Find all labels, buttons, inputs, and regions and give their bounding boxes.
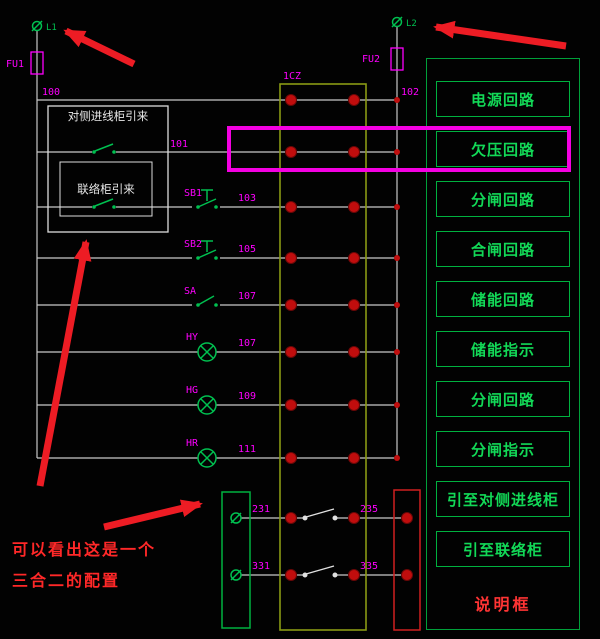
wire-number: 100 (42, 87, 60, 98)
component-symbols (31, 16, 403, 581)
wire-number: 335 (360, 561, 378, 572)
tie-cabinet-label: 联络柜引来 (77, 182, 135, 196)
switch-sa-icon (197, 295, 215, 306)
junction-dots (394, 97, 400, 461)
wire-number: 231 (252, 504, 270, 515)
terminal-strip-label: 1CZ (283, 71, 301, 82)
legend-item-to-tie: 引至联络柜 (436, 531, 570, 567)
component-label: SA (184, 286, 196, 297)
source-l1-icon (31, 20, 43, 32)
legend-item-power: 电源回路 (436, 81, 570, 117)
legend-item-storage: 储能回路 (436, 281, 570, 317)
wire-number: 235 (360, 504, 378, 515)
incoming-cabinet-label: 对侧进线柜引来 (68, 109, 149, 123)
source-l1-label: L1 (46, 23, 57, 33)
legend-item-opening-2: 分闸回路 (436, 381, 570, 417)
component-label: HY (186, 332, 198, 343)
wire-number: 101 (170, 139, 188, 150)
incoming-switch-icon (94, 143, 114, 152)
wire-number: 109 (238, 391, 256, 402)
lamp-hr-icon (197, 448, 217, 468)
wire-number: 107 (238, 338, 256, 349)
annotation-note-line1: 可以看出这是一个 (12, 540, 157, 559)
fuse-fu2-label: FU2 (362, 54, 380, 65)
lamp-hg-icon (197, 395, 217, 415)
fuse-fu1-label: FU1 (6, 59, 24, 70)
wire-number: 102 (401, 87, 419, 98)
pushbutton-sb1-icon (197, 189, 217, 208)
strip-switch-icons (302, 508, 338, 578)
annotation-note-line2: 三合二的配置 (12, 571, 121, 590)
fuse-fu2-icon (390, 47, 404, 71)
annotation-note: 可以看出这是一个 三合二的配置 (12, 534, 156, 596)
wire-number: 103 (238, 193, 256, 204)
legend-item-to-incoming: 引至对侧进线柜 (436, 481, 570, 517)
contact-dots (92, 150, 218, 307)
terminal-dots (285, 94, 413, 581)
wire-number: 331 (252, 561, 270, 572)
tie-cabinet-box (59, 161, 153, 217)
wire-number: 107 (238, 291, 256, 302)
outgoing-terminal-box-left (221, 491, 251, 629)
component-label: HR (186, 438, 199, 449)
component-label: HG (186, 385, 198, 396)
source-l2-label: L2 (406, 19, 417, 29)
pushbutton-sb2-icon (197, 240, 217, 259)
fuse-fu1-icon (30, 51, 44, 75)
tie-switch-icon (94, 198, 114, 207)
legend-item-closing: 合闸回路 (436, 231, 570, 267)
legend-item-opening: 分闸回路 (436, 181, 570, 217)
legend-panel: 电源回路 欠压回路 分闸回路 合闸回路 储能回路 储能指示 分闸回路 分闸指示 … (426, 58, 580, 630)
highlight-rectangle (227, 126, 571, 172)
ground-terminal-icon (230, 512, 242, 524)
incoming-cabinet-box (47, 105, 169, 233)
legend-item-opening-ind: 分闸指示 (436, 431, 570, 467)
component-label: SB1 (184, 188, 202, 199)
outgoing-terminal-box-right (393, 489, 421, 631)
ground-terminal-icon (230, 569, 242, 581)
source-l2-icon (391, 16, 403, 28)
wire-number: 111 (238, 444, 256, 455)
legend-footer: 说明框 (474, 595, 532, 614)
terminal-strip-box (279, 83, 367, 631)
lamp-hy-icon (197, 342, 217, 362)
wire-number: 105 (238, 244, 256, 255)
component-label: SB2 (184, 239, 202, 250)
legend-item-storage-ind: 储能指示 (436, 331, 570, 367)
